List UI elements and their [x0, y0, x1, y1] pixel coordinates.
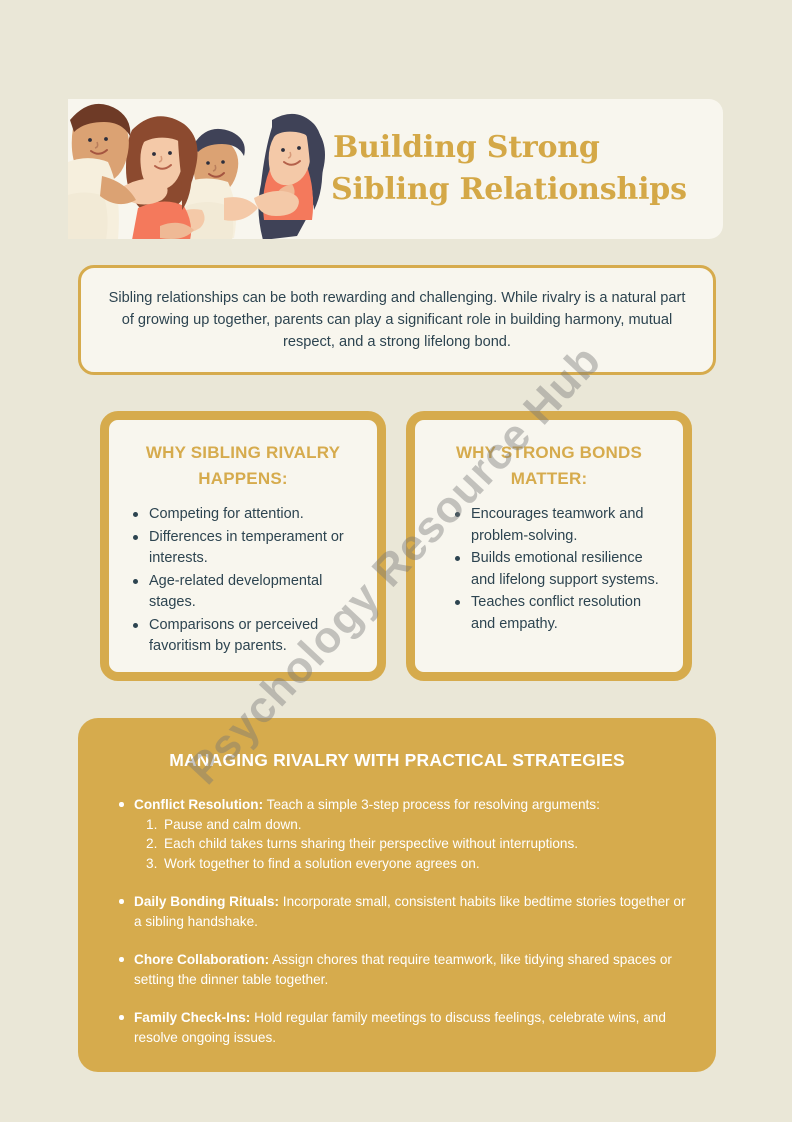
cards-row: WHY SIBLING RIVALRY HAPPENS: Competing f… [100, 411, 692, 681]
strategy-item-family-check-ins: Family Check-Ins: Hold regular family me… [119, 1008, 686, 1047]
card-list: Competing for attention. Differences in … [119, 504, 367, 658]
strategy-text: Incorporate small, consistent habits lik… [134, 894, 686, 929]
header-panel: Building Strong Sibling Relationships [68, 58, 723, 239]
list-item: Teaches conflict resolution and empathy. [455, 592, 667, 635]
list-item: Builds emotional resilience and lifelong… [455, 548, 667, 591]
strategy-label: Daily Bonding Rituals: [134, 894, 280, 909]
page-title: Building Strong Sibling Relationships [331, 99, 713, 239]
list-item: Age-related developmental stages. [133, 571, 361, 614]
title-line-1: Building Strong [333, 130, 600, 165]
substep-item: Pause and calm down. [146, 815, 302, 834]
list-item: Differences in temperament or interests. [133, 527, 361, 570]
card-title: WHY STRONG BONDS MATTER: [455, 443, 643, 488]
intro-paragraph: Sibling relationships can be both reward… [108, 290, 686, 350]
strategy-label: Conflict Resolution: [134, 797, 264, 812]
strategies-panel: MANAGING RIVALRY WITH PRACTICAL STRATEGI… [78, 718, 716, 1072]
substep-item: Each child takes turns sharing their per… [146, 834, 579, 853]
substep-item: Work together to find a solution everyon… [146, 854, 480, 873]
family-of-four-illustration [68, 58, 330, 239]
card-why-strong-bonds-matter: WHY STRONG BONDS MATTER: Encourages team… [406, 411, 692, 681]
strategy-label: Family Check-Ins: [134, 1010, 251, 1025]
strategy-item-conflict-resolution: Conflict Resolution: Teach a simple 3-st… [119, 795, 686, 874]
list-item: Comparisons or perceived favoritism by p… [133, 615, 361, 658]
strategy-text: Assign chores that require teamwork, lik… [134, 952, 672, 987]
strategy-text: Hold regular family meetings to discuss … [134, 1010, 666, 1045]
strategy-item-daily-bonding-rituals: Daily Bonding Rituals: Incorporate small… [119, 892, 686, 931]
strategies-title: MANAGING RIVALRY WITH PRACTICAL STRATEGI… [169, 750, 625, 770]
card-why-rivalry-happens: WHY SIBLING RIVALRY HAPPENS: Competing f… [100, 411, 386, 681]
strategies-list: Conflict Resolution: Teach a simple 3-st… [108, 795, 686, 1047]
card-list: Encourages teamwork and problem-solving.… [425, 504, 673, 635]
strategy-label: Chore Collaboration: [134, 952, 270, 967]
strategy-text: Teach a simple 3-step process for resolv… [263, 797, 600, 812]
strategy-substeps: Pause and calm down. Each child takes tu… [134, 815, 686, 874]
intro-box: Sibling relationships can be both reward… [78, 265, 716, 375]
strategy-item-chore-collaboration: Chore Collaboration: Assign chores that … [119, 950, 686, 989]
card-title: WHY SIBLING RIVALRY HAPPENS: [145, 443, 341, 488]
list-item: Encourages teamwork and problem-solving. [455, 504, 667, 547]
title-line-2: Sibling Relationships [331, 172, 687, 207]
list-item: Competing for attention. [133, 504, 361, 526]
